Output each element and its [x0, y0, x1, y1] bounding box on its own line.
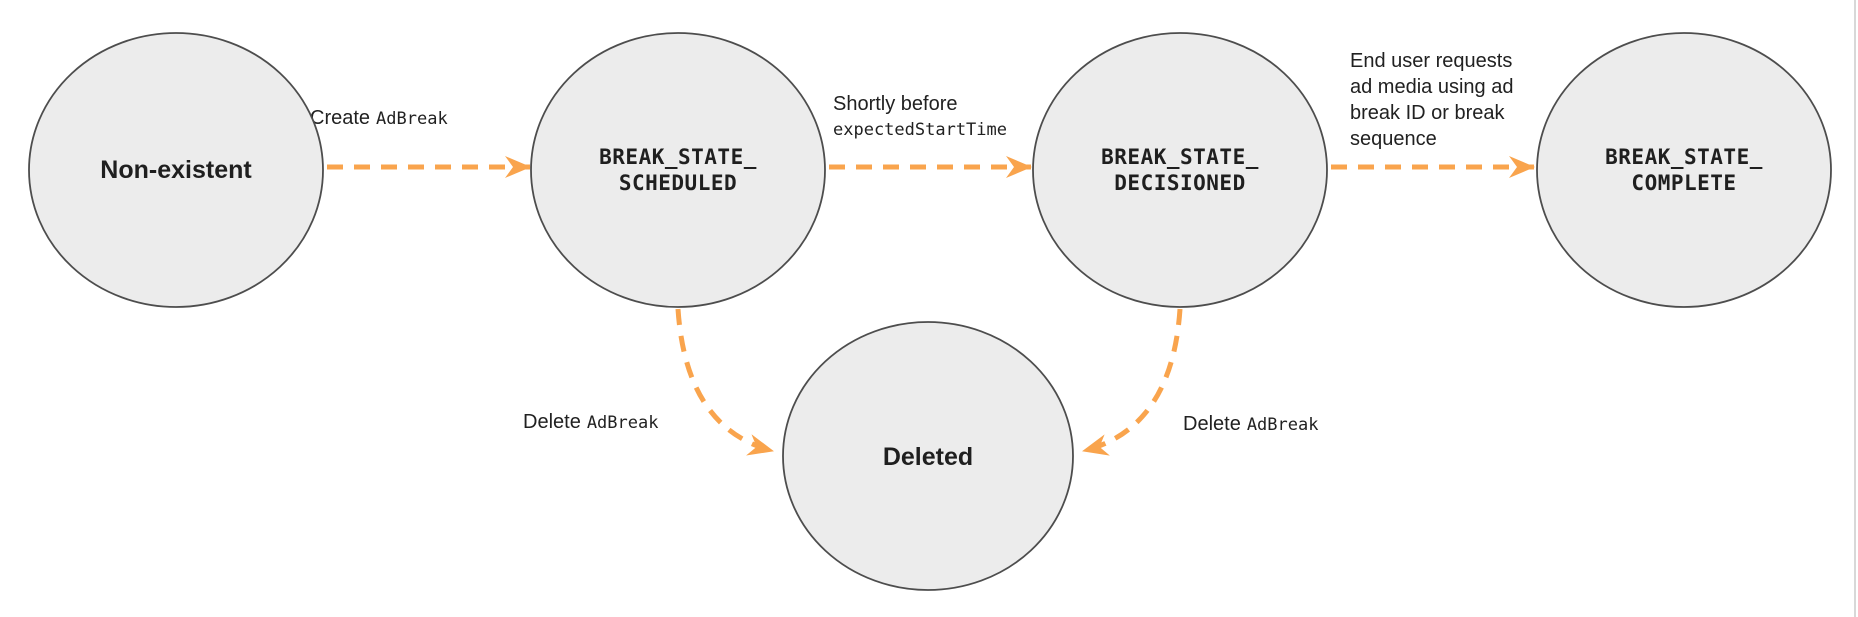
- edge-label-shortly-before-code: expectedStartTime: [833, 120, 1007, 140]
- edge-label-end-user-requests: End user requests ad media using ad brea…: [1350, 50, 1513, 150]
- edge-label-end-user-line4: sequence: [1350, 128, 1437, 150]
- edge-label-delete-right-code: AdBreak: [1247, 415, 1319, 435]
- edge-label-shortly-before: Shortly before expectedStartTime: [833, 93, 1007, 140]
- node-break-state-complete-circle: [1536, 32, 1832, 308]
- node-break-state-scheduled-circle: [530, 32, 826, 308]
- edge-label-shortly-before-line1: Shortly before: [833, 93, 958, 115]
- node-break-state-complete: BREAK_STATE_ COMPLETE: [1536, 32, 1832, 308]
- node-break-state-complete-label-line2: COMPLETE: [1631, 171, 1736, 195]
- edge-label-end-user-line2: ad media using ad: [1350, 76, 1513, 98]
- edge-label-delete-adbreak-left: Delete AdBreak: [523, 411, 658, 433]
- node-break-state-decisioned: BREAK_STATE_ DECISIONED: [1032, 32, 1328, 308]
- edge-delete-adbreak-right-arrow: [1082, 308, 1183, 456]
- edge-label-delete-left-plain: Delete: [523, 411, 581, 433]
- node-break-state-complete-label-line1: BREAK_STATE_: [1605, 145, 1763, 169]
- edge-label-end-user-line1: End user requests: [1350, 50, 1512, 72]
- node-break-state-scheduled-label-line2: SCHEDULED: [619, 171, 737, 195]
- node-break-state-scheduled-label-line1: BREAK_STATE_: [599, 145, 757, 169]
- edge-label-create-code: AdBreak: [376, 109, 448, 129]
- node-deleted: Deleted: [782, 321, 1074, 591]
- edge-label-create-adbreak: Create AdBreak: [310, 107, 448, 129]
- node-non-existent-circle: [28, 32, 324, 308]
- node-break-state-scheduled: BREAK_STATE_ SCHEDULED: [530, 32, 826, 308]
- edge-delete-adbreak-left-arrow: [675, 308, 774, 456]
- edge-label-delete-left-code: AdBreak: [587, 413, 659, 433]
- edge-label-create-plain: Create: [310, 107, 370, 129]
- edge-label-delete-right-plain: Delete: [1183, 413, 1241, 435]
- node-deleted-label: Deleted: [883, 443, 973, 471]
- node-break-state-decisioned-label-line2: DECISIONED: [1114, 171, 1245, 195]
- node-non-existent-label: Non-existent: [100, 156, 252, 184]
- node-break-state-decisioned-label-line1: BREAK_STATE_: [1101, 145, 1259, 169]
- edge-label-end-user-line3: break ID or break: [1350, 102, 1506, 124]
- node-deleted-circle: [782, 321, 1074, 591]
- edge-label-delete-adbreak-right: Delete AdBreak: [1183, 413, 1318, 435]
- node-non-existent: Non-existent: [28, 32, 324, 308]
- node-break-state-decisioned-circle: [1032, 32, 1328, 308]
